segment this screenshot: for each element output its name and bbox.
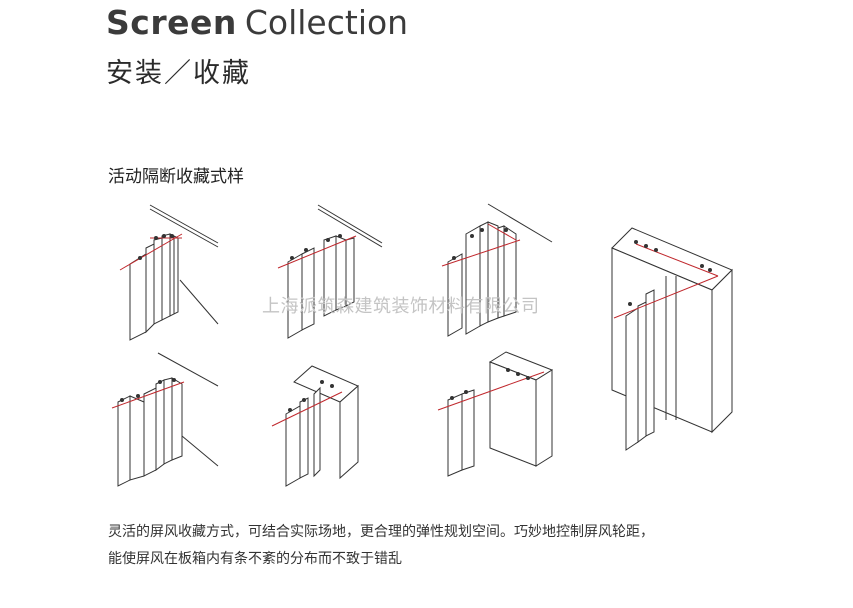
description-line-1: 灵活的屏风收藏方式，可结合实际场地，更合理的弹性规划空间。巧妙地控制屏风轮距， — [108, 524, 654, 540]
storage-diagram-2 — [277, 204, 383, 339]
storage-diagram-5 — [271, 365, 359, 487]
storage-diagram-cabinet-large — [611, 227, 733, 451]
title-screen: Screen — [106, 3, 237, 42]
description-line-2: 能使屏风在板箱内有条不紊的分布而不致于错乱 — [108, 551, 402, 567]
page-subtitle: 安装／收藏 — [106, 58, 251, 89]
storage-diagram-4 — [111, 352, 219, 487]
storage-diagram-1 — [119, 204, 219, 341]
watermark-text: 上海派筑森建筑装饰材料有限公司 — [262, 296, 540, 317]
storage-diagram-6 — [437, 351, 554, 477]
section-heading: 活动隔断收藏式样 — [108, 167, 244, 187]
title-collection: Collection — [244, 3, 409, 42]
storage-diagram-3 — [441, 203, 553, 337]
